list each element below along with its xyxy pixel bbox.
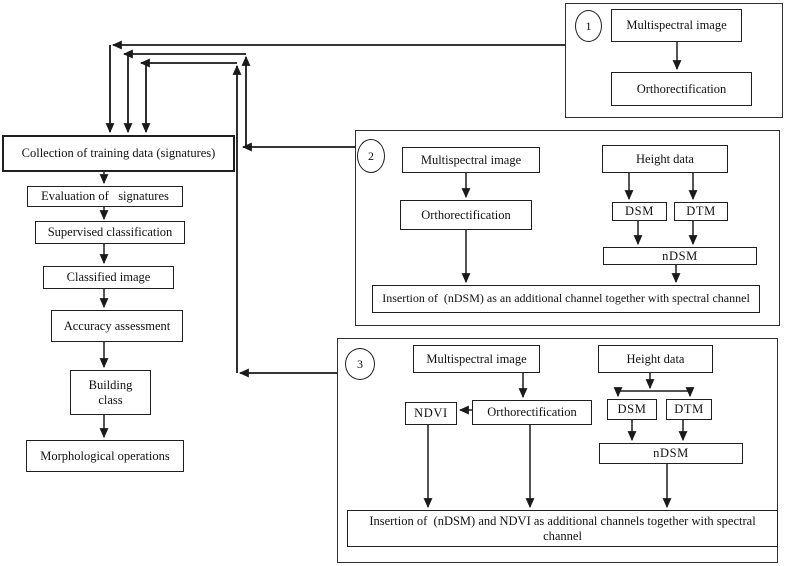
- node-s3-orthorectification: Orthorectification: [472, 400, 592, 425]
- section1-frame: [565, 3, 783, 118]
- node-classified-image: Classified image: [43, 266, 174, 289]
- node-collection-training-data: Collection of training data (signatures): [2, 135, 235, 172]
- feedback-section2-to-collection: [122, 49, 355, 152]
- node-s3-multispectral-image: Multispectral image: [413, 345, 540, 373]
- node-supervised-classification: Supervised classification: [35, 221, 185, 244]
- section2-number-badge: 2: [357, 139, 385, 173]
- node-s3-dsm: DSM: [607, 399, 657, 420]
- node-s2-height-data: Height data: [602, 145, 728, 173]
- feedback-section1-to-collection: [105, 40, 565, 134]
- feedback-section3-to-collection: [139, 58, 337, 378]
- node-s2-dsm: DSM: [612, 202, 667, 221]
- node-s3-insertion: Insertion of (nDSM) and NDVI as addition…: [347, 510, 778, 547]
- section2-frame: [355, 130, 780, 326]
- node-accuracy-assessment: Accuracy assessment: [51, 310, 183, 342]
- node-building-class: Building class: [70, 370, 151, 415]
- arrows-section3: [423, 373, 695, 509]
- node-s2-ndsm: nDSM: [603, 247, 757, 265]
- node-s2-orthorectification: Orthorectification: [400, 200, 532, 230]
- node-s2-dtm: DTM: [674, 202, 728, 221]
- node-s3-ndvi: NDVI: [405, 402, 457, 425]
- node-s1-multispectral-image: Multispectral image: [611, 9, 742, 42]
- section3-frame: [337, 338, 778, 563]
- node-s1-orthorectification: Orthorectification: [611, 72, 752, 106]
- arrows-section2: [461, 173, 698, 284]
- node-evaluation-signatures: Evaluation of signatures: [27, 186, 183, 207]
- node-s2-insertion: Insertion of (nDSM) as an additional cha…: [372, 285, 760, 313]
- node-s3-ndsm: nDSM: [599, 443, 743, 464]
- node-morphological-operations: Morphological operations: [26, 440, 184, 472]
- node-s2-multispectral-image: Multispectral image: [402, 147, 540, 173]
- node-s3-height-data: Height data: [598, 345, 713, 373]
- section1-number-badge: 1: [575, 10, 602, 42]
- node-s3-dtm: DTM: [666, 399, 712, 420]
- section3-number-badge: 3: [345, 348, 375, 380]
